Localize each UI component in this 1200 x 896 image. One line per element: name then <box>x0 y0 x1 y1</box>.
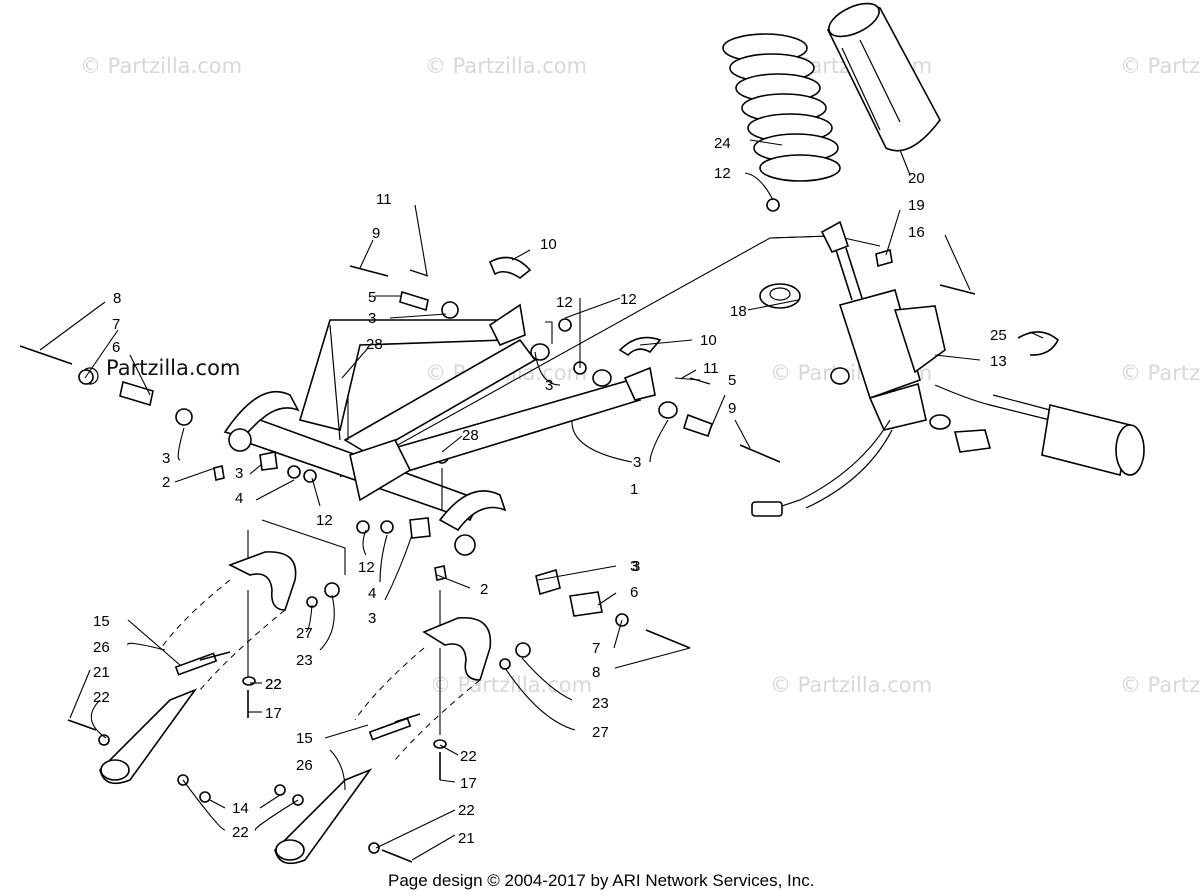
callout-18: 18 <box>730 303 747 320</box>
callout-10: 10 <box>540 236 557 253</box>
callout-11: 11 <box>703 360 719 377</box>
callout-26: 26 <box>93 639 110 656</box>
callout-16: 16 <box>908 224 925 241</box>
callout-21: 21 <box>93 664 110 681</box>
callout-12: 12 <box>316 512 333 529</box>
callout-19: 19 <box>908 197 925 214</box>
callout-23: 23 <box>592 695 609 712</box>
callout-27: 27 <box>296 625 313 642</box>
watermark: © Partzilla.com <box>1120 361 1200 385</box>
callout-3: 3 <box>630 558 638 575</box>
callout-12: 12 <box>620 291 637 308</box>
callout-22: 22 <box>232 824 249 841</box>
nut-drawing <box>766 198 780 212</box>
callout-15: 15 <box>296 730 313 747</box>
callout-3: 3 <box>633 454 641 471</box>
callout-22: 22 <box>265 676 282 693</box>
callout-3: 3 <box>632 558 640 575</box>
callout-21: 21 <box>458 830 475 847</box>
callout-3: 3 <box>368 610 376 627</box>
watermark: © Partzilla.com <box>80 54 242 78</box>
callout-8: 8 <box>592 664 600 681</box>
bolts-drawing <box>19 256 781 464</box>
callout-2: 2 <box>480 581 488 598</box>
callout-15: 15 <box>93 613 110 630</box>
watermark: © Partzilla.com <box>770 673 932 697</box>
callout-labels: 1 2 2 3 3 3 3 3 3 3 3 4 4 5 5 6 6 7 7 8 … <box>93 135 1007 847</box>
sleeve-drawing <box>875 248 893 268</box>
callout-23: 23 <box>296 652 313 669</box>
callout-12: 12 <box>556 294 573 311</box>
callout-14: 14 <box>232 800 249 817</box>
suspension-arm-drawing <box>223 303 656 556</box>
watermark-dark: Partzilla.com <box>106 356 240 380</box>
callout-6: 6 <box>630 584 638 601</box>
callout-1: 1 <box>630 481 638 498</box>
callout-17: 17 <box>460 775 477 792</box>
coil-spring-drawing <box>722 33 841 182</box>
callout-22: 22 <box>265 676 282 693</box>
callout-4: 4 <box>368 585 376 602</box>
callout-5: 5 <box>728 372 736 389</box>
leader-line <box>339 235 831 478</box>
callout-7: 7 <box>592 640 600 657</box>
callout-3: 3 <box>235 465 243 482</box>
watermark: © Partzilla.com <box>425 54 587 78</box>
part-drawings <box>19 2 1145 865</box>
callout-11: 11 <box>376 191 392 208</box>
callout-26: 26 <box>296 757 313 774</box>
callout-7: 7 <box>112 316 120 333</box>
shock-boot-drawing <box>827 2 941 152</box>
callout-3: 3 <box>162 450 170 467</box>
callout-12: 12 <box>714 165 731 182</box>
callout-3: 3 <box>545 377 553 394</box>
callout-17: 17 <box>265 705 282 722</box>
reservoir-drawing <box>751 384 1145 517</box>
callout-4: 4 <box>235 490 243 507</box>
callout-12: 12 <box>358 559 375 576</box>
watermark: © Partzilla.com <box>1120 54 1200 78</box>
leader-lines <box>39 139 1044 861</box>
callout-22: 22 <box>93 689 110 706</box>
callout-9: 9 <box>728 400 736 417</box>
callout-9: 9 <box>372 225 380 242</box>
callout-25: 25 <box>990 327 1007 344</box>
callout-22: 22 <box>458 802 475 819</box>
callout-28: 28 <box>462 427 479 444</box>
shock-absorber-drawing <box>759 220 946 431</box>
callout-8: 8 <box>113 290 121 307</box>
callout-10: 10 <box>700 332 717 349</box>
footer-copyright: Page design © 2004-2017 by ARI Network S… <box>388 871 814 890</box>
callout-27: 27 <box>592 724 609 741</box>
callout-24: 24 <box>714 135 731 152</box>
callout-22: 22 <box>460 748 477 765</box>
lower-runners-drawing <box>67 551 531 865</box>
callout-28: 28 <box>366 336 383 353</box>
spacers-drawing <box>213 451 691 649</box>
callout-2: 2 <box>162 474 170 491</box>
callout-20: 20 <box>908 170 925 187</box>
callout-6: 6 <box>112 339 120 356</box>
callout-5: 5 <box>368 289 376 306</box>
callout-13: 13 <box>990 353 1007 370</box>
callout-3: 3 <box>368 310 376 327</box>
watermark: © Partzilla.com <box>1120 673 1200 697</box>
